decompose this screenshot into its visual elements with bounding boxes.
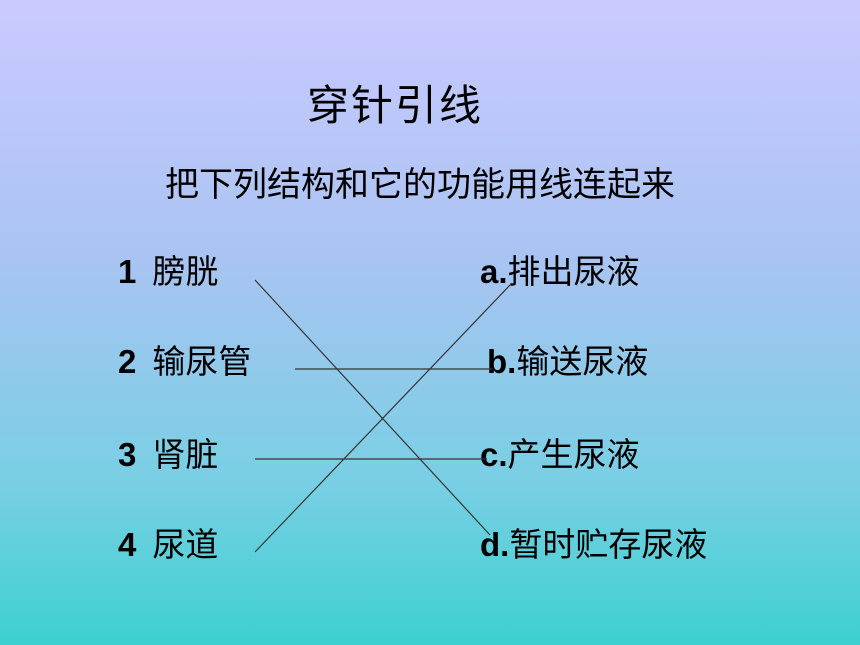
structure-name: 尿道 bbox=[152, 525, 219, 564]
function-letter: d. bbox=[480, 526, 510, 563]
structure-name: 膀胱 bbox=[152, 252, 219, 291]
structure-number: 4 bbox=[118, 526, 137, 563]
function-item-b: b.输送尿液 bbox=[487, 342, 648, 382]
function-letter: b. bbox=[487, 343, 517, 380]
instruction-text: 把下列结构和它的功能用线连起来 bbox=[165, 165, 675, 205]
function-text: 输送尿液 bbox=[516, 342, 649, 381]
structure-item-1: 1 膀胱 bbox=[118, 252, 218, 292]
structure-number: 1 bbox=[118, 253, 137, 290]
function-item-c: c.产生尿液 bbox=[480, 435, 640, 475]
structure-number: 2 bbox=[118, 343, 137, 380]
connector-line-1-d bbox=[254, 279, 491, 536]
page-title: 穿针引线 bbox=[307, 81, 484, 130]
structure-item-2: 2 输尿管 bbox=[118, 342, 251, 382]
function-text: 排出尿液 bbox=[507, 252, 640, 291]
function-letter: c. bbox=[480, 436, 508, 473]
structure-name: 输尿管 bbox=[152, 342, 252, 381]
function-item-d: d.暂时贮存尿液 bbox=[480, 525, 707, 565]
connector-line-4-a bbox=[254, 282, 513, 553]
function-text: 产生尿液 bbox=[507, 435, 640, 474]
function-item-a: a.排出尿液 bbox=[480, 252, 640, 292]
function-text: 暂时贮存尿液 bbox=[509, 525, 708, 564]
structure-item-4: 4 尿道 bbox=[118, 525, 218, 565]
function-letter: a. bbox=[480, 253, 508, 290]
structure-name: 肾脏 bbox=[152, 435, 219, 474]
structure-item-3: 3 肾脏 bbox=[118, 435, 218, 475]
structure-number: 3 bbox=[118, 436, 137, 473]
